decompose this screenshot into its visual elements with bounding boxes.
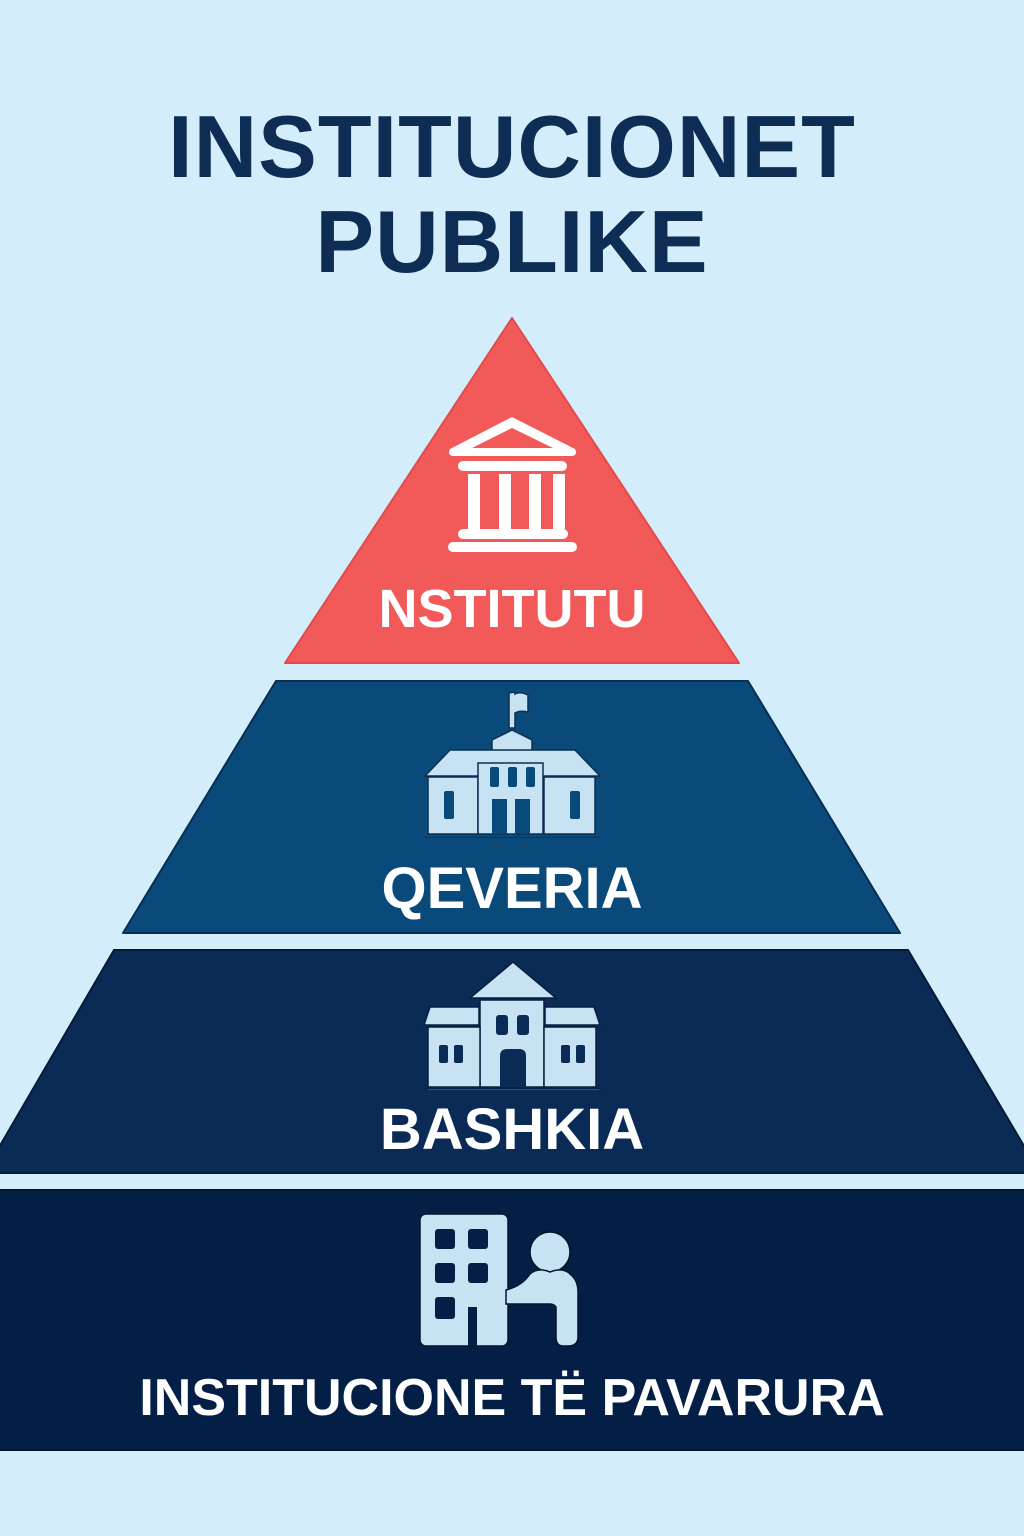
tier-1-label: NSTITUTU: [378, 579, 646, 639]
government-building-flag-icon: [423, 691, 602, 838]
tier-2-label: QEVERIA: [381, 856, 643, 921]
title-line-1: INSTITUCIONET: [168, 97, 856, 196]
classical-building-icon: [448, 417, 577, 552]
tier-4-shape: [0, 1189, 1024, 1451]
title-line-2: PUBLIKE: [315, 192, 709, 291]
tier-4-label: INSTITUCIONE TË PAVARURA: [139, 1369, 885, 1427]
town-hall-icon: [422, 961, 602, 1090]
tier-3-label: BASHKIA: [379, 1097, 645, 1162]
tier-1-shape: [284, 317, 740, 664]
office-building-person-icon: [419, 1213, 579, 1347]
